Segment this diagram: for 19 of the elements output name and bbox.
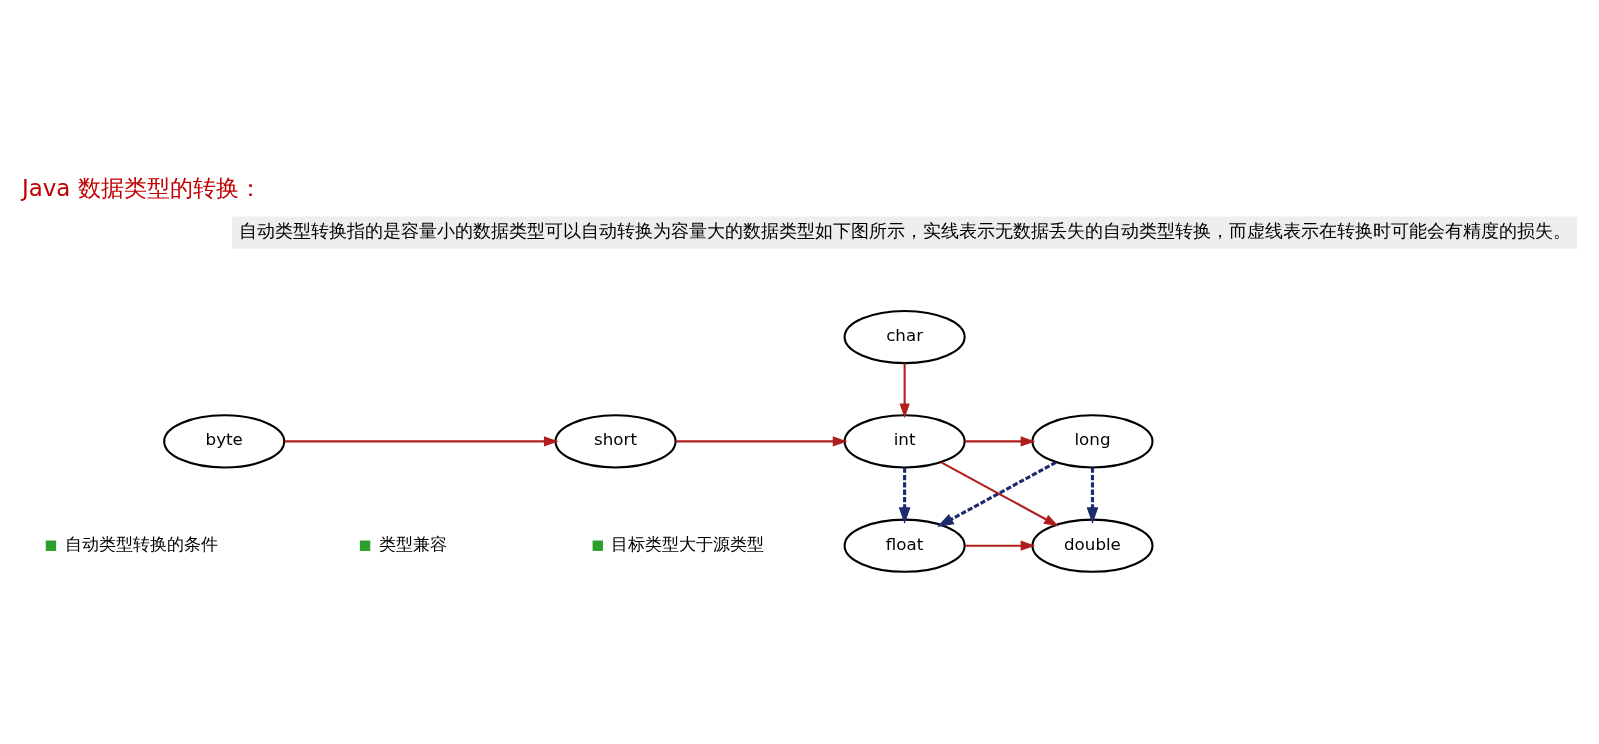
arrow: [284, 435, 559, 446]
arrow: [964, 435, 1035, 446]
label: 自动类型转换指的是容量小的数据类型可以自动转换为容量大的数据类型如下图所示，实线表示无数据丢失的自动类型转换，而虚线表示在转换时可能会有精度的损失。: [238, 220, 1571, 241]
node-ellipse: int: [843, 413, 966, 468]
arrow: [1086, 467, 1098, 524]
node-ellipse: float: [843, 518, 966, 573]
arrow: [675, 435, 847, 446]
label: 类型兼容: [378, 534, 447, 554]
label: 目标类型大于源类型: [610, 534, 764, 554]
node-ellipse: short: [554, 413, 677, 468]
node-ellipse: long: [1030, 413, 1153, 468]
arrow: [964, 540, 1035, 551]
node-ellipse: char: [843, 309, 966, 364]
node-ellipse: double: [1030, 518, 1153, 573]
label: 自动类型转换的条件: [64, 534, 218, 554]
diagram-title: Java 数据类型的转换：: [21, 174, 262, 201]
node-ellipse: byte: [162, 413, 285, 468]
arrow: [899, 362, 910, 418]
arrow: [898, 467, 910, 524]
